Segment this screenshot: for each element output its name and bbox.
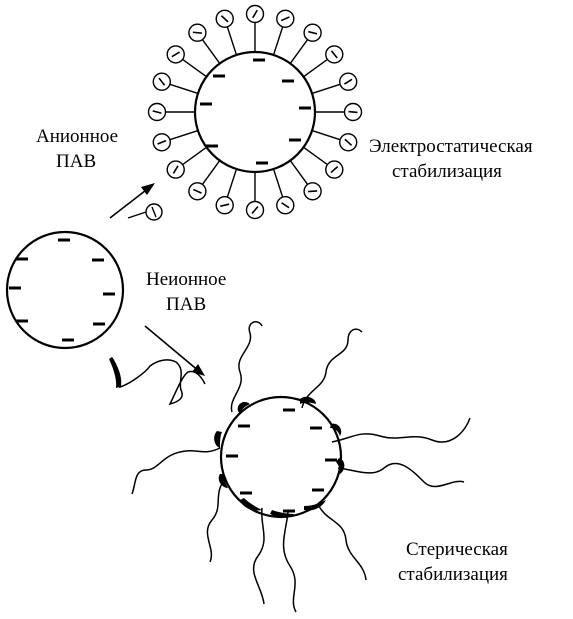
anionic-surfactant-shell [147, 4, 363, 220]
anionic-surfactant-molecule [272, 168, 295, 215]
free-nonionic-surfactant [109, 357, 206, 406]
label-anionic-surfactant: Анионное ПАВ [36, 126, 118, 172]
label-nonionic-surfactant: Неионное ПАВ [146, 269, 226, 315]
adsorbed-polymer-layer [214, 396, 345, 517]
anionic-surfactant-molecule [147, 102, 195, 122]
anionic-surfactant-molecule [152, 72, 199, 95]
anionic-surfactant-molecule [303, 146, 344, 179]
negative-charge-mark [220, 203, 230, 207]
negative-charge-mark [192, 188, 202, 194]
label-steric-line2: стабилизация [398, 564, 508, 585]
anionic-surfactant-molecule [152, 129, 199, 152]
negative-charge-mark [171, 51, 180, 58]
surfactant-tail [169, 129, 199, 141]
electrostatic-surface-charges [200, 58, 311, 165]
label-electrostatic-stabilization: Электростатическая стабилизация [369, 136, 533, 182]
anionic-surfactant-molecule [303, 45, 344, 78]
anionic-surfactant-molecule [311, 129, 358, 152]
surfactant-tail [303, 58, 328, 78]
negative-charge-mark [157, 139, 167, 145]
particle-surface-charges [9, 238, 115, 342]
anionic-surfactant-molecule [245, 4, 265, 52]
anionic-surfactant-molecule [215, 9, 238, 56]
negative-charge-mark [308, 190, 318, 193]
anionic-surfactant-molecule [272, 9, 295, 56]
negative-charge-mark [252, 9, 258, 19]
anionic-surfactant-molecule [245, 172, 265, 220]
negative-charge-mark [343, 78, 353, 85]
negative-charge-mark [281, 202, 290, 209]
negative-charge-mark [348, 110, 358, 114]
surfactant-tail [272, 26, 284, 56]
surfactant-tail [226, 26, 238, 56]
surfactant-tail [169, 83, 199, 95]
surfactant-tail [311, 129, 341, 141]
arrow-to-electrostatic [109, 183, 155, 219]
steric-surface-charges [226, 408, 337, 513]
surfactant-tail [201, 160, 221, 185]
anionic-surfactant-molecule [311, 72, 358, 95]
anionic-surfactant-molecule [215, 168, 238, 215]
negative-charge-mark [280, 16, 290, 22]
label-steric-stabilization: Стерическая стабилизация [398, 539, 508, 585]
bare-particle [5, 230, 125, 350]
negative-charge-mark [158, 77, 166, 86]
negative-charge-mark [251, 206, 259, 214]
electrostatic-particle [147, 4, 363, 220]
steric-polymer-tails [131, 321, 471, 613]
arrow-to-steric [144, 325, 205, 376]
anionic-surfactant-molecule [166, 45, 207, 78]
surfactant-tail [201, 39, 221, 64]
anionic-surfactant-molecule [289, 160, 322, 201]
surfactant-tail [289, 39, 309, 64]
negative-charge-mark [344, 138, 353, 146]
anionic-surfactant-molecule [289, 23, 322, 64]
surfactant-tail [289, 160, 309, 185]
negative-charge-mark [308, 30, 318, 35]
label-electrostatic-line1: Электростатическая [369, 136, 533, 157]
surfactant-tail [182, 146, 207, 166]
surfactant-tail [182, 58, 207, 78]
label-steric-line1: Стерическая [406, 539, 508, 560]
negative-charge-mark [172, 165, 179, 174]
negative-charge-mark [192, 31, 202, 34]
label-electrostatic-line2: стабилизация [392, 161, 502, 182]
surfactant-tail [303, 146, 328, 166]
anionic-surfactant-molecule [315, 102, 363, 122]
anionic-surfactant-molecule [166, 146, 207, 179]
free-anionic-surfactant [127, 203, 163, 221]
surfactant-tail [311, 83, 341, 95]
negative-charge-mark [330, 166, 339, 174]
steric-particle [131, 321, 471, 613]
anionic-surfactant-molecule [188, 23, 221, 64]
label-nonionic-line2: ПАВ [166, 294, 206, 315]
anionic-surfactant-molecule [188, 160, 221, 201]
label-nonionic-line1: Неионное [146, 269, 226, 290]
surfactant-tail [226, 168, 238, 198]
negative-charge-mark [152, 110, 162, 114]
negative-charge-mark [220, 15, 229, 23]
label-anionic-line1: Анионное [36, 126, 118, 147]
negative-charge-mark [330, 50, 338, 59]
surfactant-tail [272, 168, 284, 198]
label-anionic-line2: ПАВ [56, 151, 96, 172]
